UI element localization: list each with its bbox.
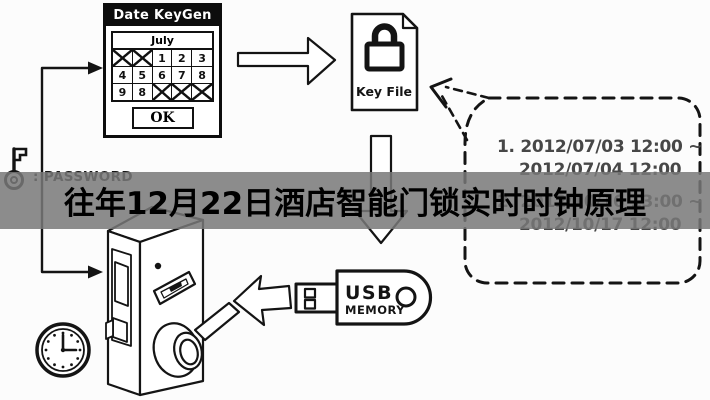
lock-knob <box>152 301 241 378</box>
calendar-day-crossed[interactable] <box>113 50 133 67</box>
calendar-day[interactable]: 8 <box>133 84 153 100</box>
left-arrow-icon <box>232 274 293 327</box>
latch-bolt <box>105 248 132 347</box>
lock-led-dot <box>154 262 162 270</box>
calendar-day[interactable]: 5 <box>132 67 153 84</box>
calendar-day-crossed[interactable] <box>132 50 153 67</box>
bubble-tail <box>440 85 491 142</box>
keygen-window-title: Date KeyGen <box>106 6 219 26</box>
door-lock-illustration <box>105 205 241 397</box>
arrowhead-to-keygen <box>88 61 103 75</box>
usb-label-top: USB <box>345 282 393 304</box>
usb-memory-icon: USB MEMORY <box>294 269 433 326</box>
calendar-day[interactable]: 6 <box>152 67 173 84</box>
right-arrow-icon <box>236 36 337 86</box>
calendar-day[interactable]: 8 <box>192 67 212 84</box>
ok-button[interactable]: OK <box>131 107 194 129</box>
key-file-icon: Key File <box>350 12 419 112</box>
usb-label-bottom: MEMORY <box>345 303 405 317</box>
date-range-from: 1. 2012/07/03 12:00 ~ <box>497 137 703 157</box>
calendar-month-label: July <box>113 33 212 50</box>
card-slot <box>152 270 197 306</box>
calendar-day[interactable]: 7 <box>172 67 193 84</box>
calendar-day[interactable]: 2 <box>172 50 193 67</box>
page-title: 往年12月22日酒店智能门锁实时时钟原理 <box>63 186 647 222</box>
clock-icon <box>35 322 91 378</box>
title-overlay-band: 往年12月22日酒店智能门锁实时时钟原理 <box>0 172 710 229</box>
usb-plug <box>294 282 339 314</box>
arrowhead-to-lock <box>88 265 103 279</box>
bubble-tail-arrowhead <box>429 77 453 109</box>
key-file-label: Key File <box>356 84 412 99</box>
padlock-icon <box>364 23 405 72</box>
calendar-day-crossed[interactable] <box>172 84 193 100</box>
folded-corner <box>401 12 419 30</box>
usb-hole <box>395 286 417 308</box>
calendar-day[interactable]: 1 <box>152 50 173 67</box>
lock-lever-handle <box>193 301 241 342</box>
calendar-day[interactable]: 4 <box>113 67 133 84</box>
calendar-day[interactable]: 9 <box>113 84 133 100</box>
calendar-day-crossed[interactable] <box>192 84 212 100</box>
usb-body <box>335 269 433 326</box>
calendar-day-crossed[interactable] <box>152 84 173 100</box>
calendar-day[interactable]: 3 <box>192 50 212 67</box>
password-connector-lines <box>40 61 103 279</box>
date-list-bubble <box>429 77 702 285</box>
